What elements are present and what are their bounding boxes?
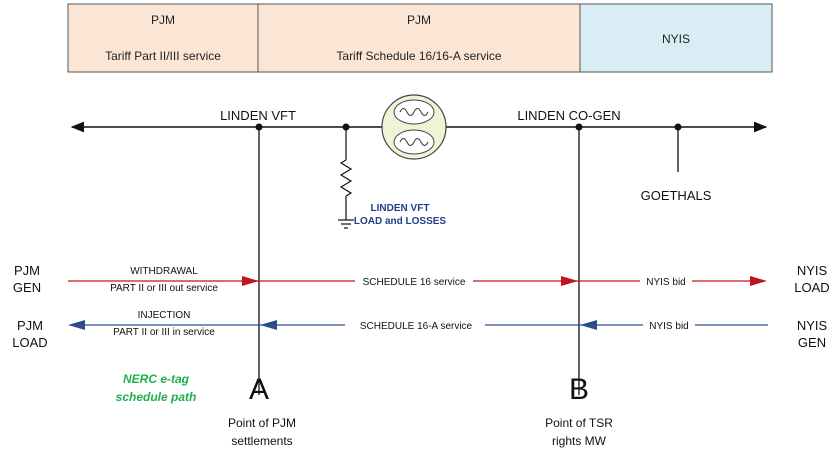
pjm-gen-label-line1: PJM [14, 263, 40, 278]
point-b-caption-line2: rights MW [552, 434, 607, 448]
header-cell-1-subtitle: Tariff Part II/III service [105, 49, 221, 63]
linden-cogen-label: LINDEN CO-GEN [517, 108, 620, 123]
load-resistor-icon [339, 127, 353, 220]
injection-label-line1: INJECTION [138, 310, 191, 321]
nyis-bid-top-label: NYIS bid [646, 277, 685, 288]
load-losses-label-line2: LOAD and LOSSES [354, 216, 447, 227]
header-cell-nyis [579, 3, 773, 73]
injection-path [68, 318, 768, 331]
header-cell-2-title: PJM [407, 13, 431, 27]
nyis-gen-label-line2: GEN [798, 335, 826, 350]
nyis-bid-bottom-label: NYIS bid [649, 321, 688, 332]
pjm-gen-label-line2: GEN [13, 280, 41, 295]
point-a-letter: A [249, 373, 269, 406]
linden-vft-label: LINDEN VFT [220, 108, 296, 123]
header-cell-1-title: PJM [151, 13, 175, 27]
pjm-load-label-line1: PJM [17, 318, 43, 333]
injection-label-line2: PART II or III in service [113, 327, 215, 338]
withdrawal-path [68, 274, 767, 287]
nerc-etag-label-line1: NERC e-tag [123, 372, 190, 386]
point-a-caption-line1: Point of PJM [228, 416, 296, 430]
ground-icon [338, 219, 354, 229]
nyis-load-label-line1: NYIS [797, 263, 828, 278]
header-cell-pjm-part [67, 3, 259, 73]
nyis-gen-label-line1: NYIS [797, 318, 828, 333]
nyis-load-label-line2: LOAD [794, 280, 829, 295]
schedule16a-label: SCHEDULE 16-A service [360, 321, 473, 332]
header-cell-2-subtitle: Tariff Schedule 16/16-A service [336, 49, 502, 63]
point-b-letter: B [569, 373, 589, 406]
header-bar: PJM Tariff Part II/III service PJM Tarif… [67, 3, 773, 73]
point-b-caption-line1: Point of TSR [545, 416, 613, 430]
header-cell-pjm-schedule [257, 3, 581, 73]
load-losses-label-line1: LINDEN VFT [371, 203, 430, 214]
nerc-etag-label-line2: schedule path [116, 390, 197, 404]
pjm-load-label-line2: LOAD [12, 335, 47, 350]
withdrawal-label-line2: PART II or III out service [110, 283, 218, 294]
schedule16-label: SCHEDULE 16 service [363, 277, 466, 288]
withdrawal-label-line1: WITHDRAWAL [130, 266, 198, 277]
goethals-label: GOETHALS [641, 188, 712, 203]
header-cell-3-title: NYIS [662, 32, 690, 46]
point-a-caption-line2: settlements [231, 434, 292, 448]
vft-transformer-icon [381, 94, 447, 160]
